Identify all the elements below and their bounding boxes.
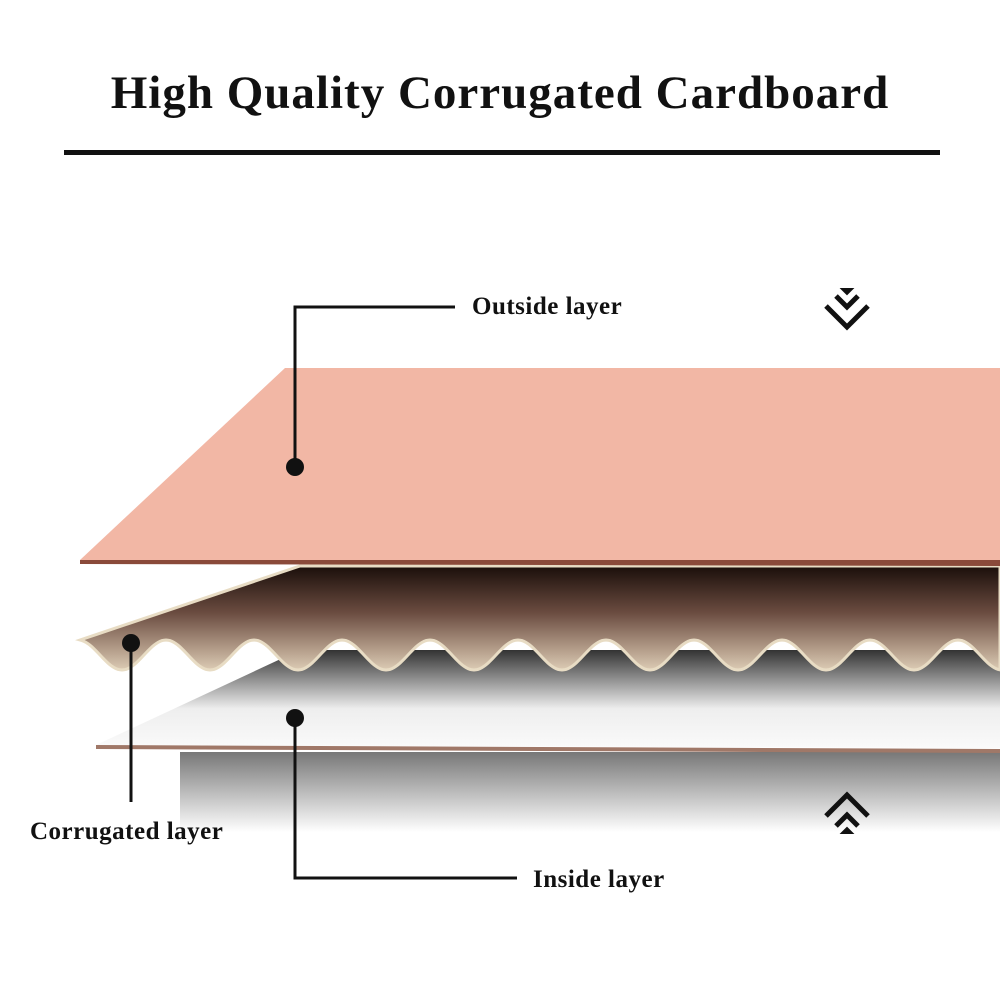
- callout-inside: [293, 718, 517, 880]
- label-outside-layer: Outside layer: [472, 293, 623, 320]
- page-title: High Quality Corrugated Cardboard: [110, 67, 890, 119]
- label-inside-layer: Inside layer: [533, 866, 665, 893]
- corrugated-layer: [75, 564, 1000, 672]
- outside-layer: [80, 368, 1000, 560]
- bottom-shadow: [180, 752, 1000, 832]
- callout-outside: [293, 305, 455, 467]
- inside-layer-edge: [96, 745, 1000, 753]
- outside-layer-edge: [80, 560, 1000, 566]
- callout-dot-inside: [286, 709, 304, 727]
- double-chevron-down-icon: [824, 288, 870, 331]
- callout-dot-outside: [286, 458, 304, 476]
- callout-dot-corrugated: [122, 634, 140, 652]
- label-corrugated-layer: Corrugated layer: [30, 818, 224, 845]
- inside-layer: [96, 650, 1000, 748]
- double-chevron-up-icon: [824, 791, 870, 834]
- title-underline: [64, 150, 940, 155]
